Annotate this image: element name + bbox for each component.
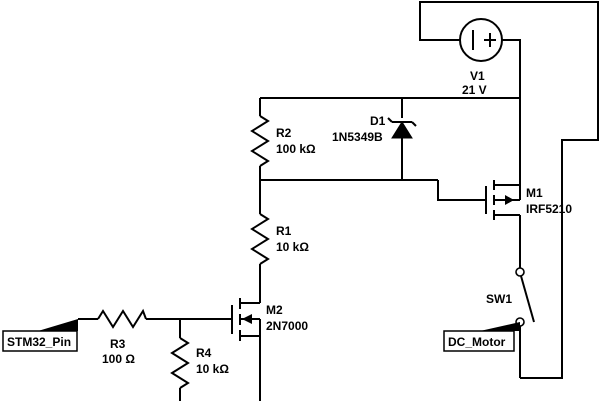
v1-value: 21 V [462, 83, 487, 97]
wire-top-rail [260, 97, 521, 168]
resistor-r1: R1 10 kΩ [250, 180, 309, 296]
net-label-input-text: STM32_Pin [7, 335, 71, 349]
r2-ref: R2 [276, 126, 292, 140]
wire-outer-loop [419, 1, 599, 379]
zener-diode-d1: D1 1N5349B [332, 98, 417, 180]
r2-value: 100 kΩ [276, 142, 316, 156]
r3-value: 100 Ω [102, 352, 135, 366]
resistor-r2: R2 100 kΩ [250, 98, 316, 180]
d1-ref: D1 [370, 114, 386, 128]
r4-value: 10 kΩ [196, 362, 229, 376]
r1-ref: R1 [276, 224, 292, 238]
mosfet-m2: M2 2N7000 [231, 296, 308, 401]
m1-value: IRF5210 [526, 202, 572, 216]
sw1-ref: SW1 [486, 292, 512, 306]
mosfet-m1: M1 IRF5210 [485, 168, 572, 268]
r4-ref: R4 [196, 346, 212, 360]
switch-sw1: SW1 [486, 267, 535, 378]
voltage-source-v1: V1 21 V [459, 18, 503, 97]
d1-value: 1N5349B [332, 130, 383, 144]
r3-ref: R3 [110, 337, 126, 351]
net-label-stm32: STM32_Pin [2, 319, 78, 352]
wire-gate-node [260, 179, 486, 201]
net-label-output-text: DC_Motor [448, 335, 506, 349]
m1-ref: M1 [526, 186, 543, 200]
net-label-dc-motor: DC_Motor [443, 322, 520, 352]
m2-ref: M2 [266, 303, 283, 317]
m2-value: 2N7000 [266, 319, 308, 333]
resistor-r3: R3 100 Ω [97, 308, 147, 366]
resistor-r4: R4 10 kΩ [170, 319, 229, 401]
r1-value: 10 kΩ [276, 240, 309, 254]
v1-ref: V1 [470, 69, 485, 83]
